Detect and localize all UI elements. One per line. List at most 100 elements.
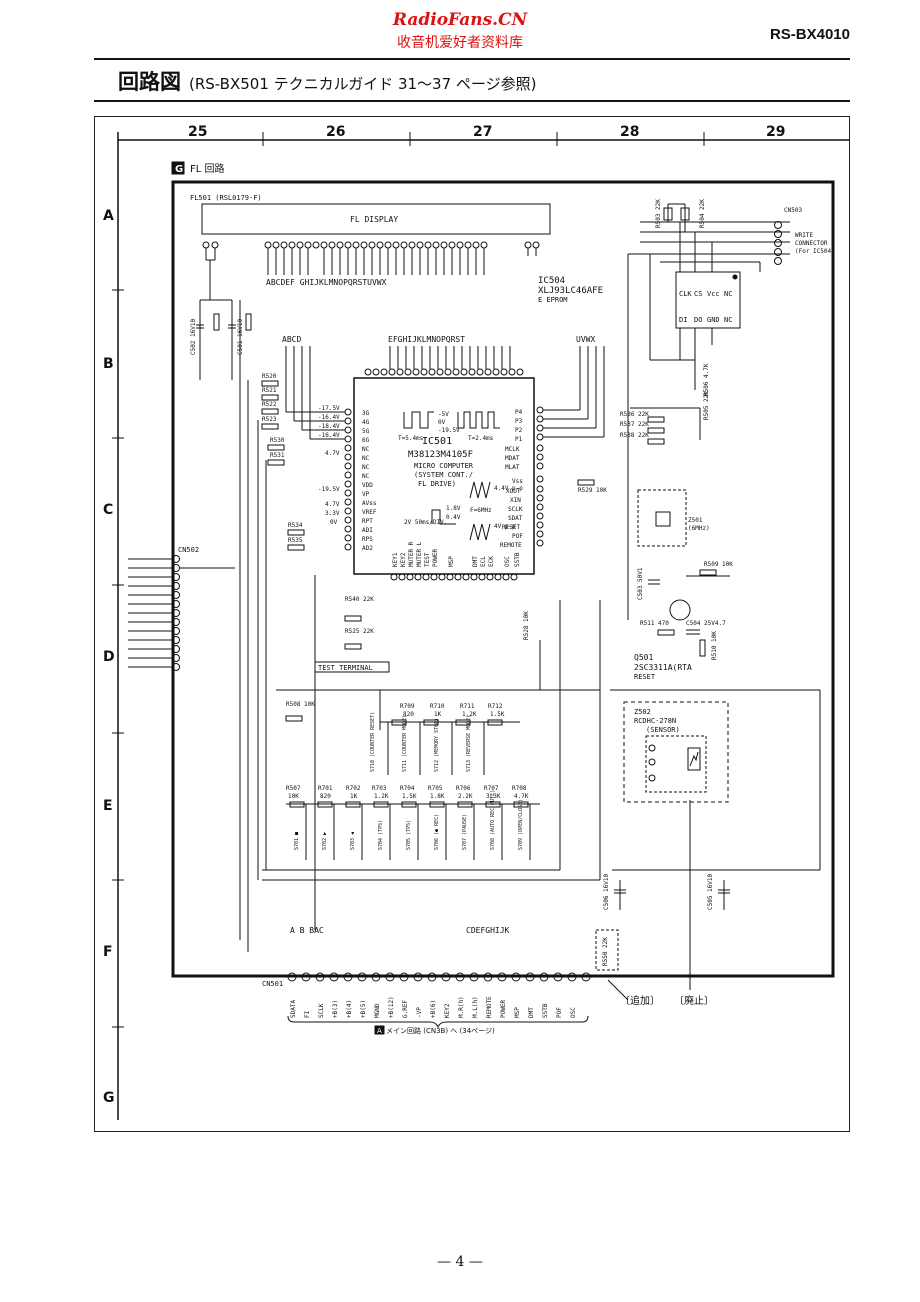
r525-body	[344, 643, 362, 650]
ic501-left-pin-labels: 3G 4G 5G 6G NC NC NC NC VDD VP AVss VREF…	[362, 410, 377, 552]
ic501-top-letters: EFGHIJKLMNOPQRST	[388, 335, 465, 344]
row-A: A	[103, 208, 114, 224]
r504-body	[680, 207, 690, 221]
sw-top-v-4: 1.5K	[490, 711, 505, 718]
ic501-rpin-5: MCLK	[505, 446, 520, 453]
ic501-pins-bottom	[390, 573, 518, 581]
board-outline	[171, 180, 835, 978]
waveforms	[403, 411, 500, 541]
sw-bot-r-4: R703	[372, 785, 387, 792]
ic501-rpin-6: MDAT	[505, 455, 520, 462]
row-G: G	[103, 1090, 115, 1106]
wf-t1: T=5.4ms	[398, 435, 424, 442]
wf-18v: 1.8V	[446, 505, 461, 512]
watermark-cn: 收音机爱好者资料库	[397, 35, 523, 51]
r535-label: R535	[288, 537, 303, 544]
diagram-frame	[94, 116, 850, 1132]
ic504-pin-clk: CLK	[679, 290, 692, 298]
ic501-bpin-1: KEY1	[392, 552, 399, 567]
r550-label: R550 22K	[602, 937, 609, 966]
cn501-pin-11: +B(6)	[430, 1000, 437, 1018]
top-rule	[94, 58, 850, 60]
switch-top-labels: R709 820 R710 1K R711 1.2K R712 1.5K S71…	[370, 703, 505, 772]
z502-inner	[645, 735, 707, 793]
col-28: 28	[620, 124, 639, 140]
fl-pins	[202, 241, 540, 249]
cn501-pin-20: POF	[556, 1007, 563, 1018]
r540-label: R540 22K	[345, 596, 374, 603]
cn503-pins	[774, 221, 782, 265]
sw-bot-s-4: S704 (TPS)	[378, 820, 384, 850]
r510-label: R510 10K	[711, 631, 718, 660]
c506-c505	[614, 880, 730, 910]
sw-top-v-1: 820	[403, 711, 414, 718]
ic501-rpin-10: XIN	[510, 497, 521, 504]
ic504-ref: IC504	[538, 276, 565, 286]
sw-bot-v-1: 10K	[288, 793, 299, 800]
ic501-lpin-9: VDD	[362, 482, 373, 489]
v-9: 0V	[330, 519, 338, 526]
cn501-pin-14: M.L(h)	[472, 996, 479, 1018]
ic501-lpin-8: NC	[362, 473, 370, 480]
ic501-lpin-11: AVss	[362, 500, 377, 507]
r509-label: R509 10K	[704, 561, 733, 568]
c506-label: C506 16V10	[603, 873, 610, 910]
r534-label: R534	[288, 522, 303, 529]
ic501-rpin-7: MLAT	[505, 464, 520, 471]
sw-top-s-1: S710 (COUNTER RESET)	[370, 712, 376, 772]
sw-bot-v-7: 2.2K	[458, 793, 473, 800]
cn503-label-1: WRITE	[795, 232, 813, 239]
ic501-top-left-letters: ABCD	[282, 335, 301, 344]
row-C: C	[103, 502, 113, 518]
ic501-bpin-10: ECK	[488, 556, 495, 567]
sw-bot-s-2: S702 ▶	[322, 832, 328, 850]
sw-bot-s-7: S707 (PAUSE)	[462, 814, 468, 850]
cn501-brace	[287, 1015, 589, 1029]
ic501-lpin-7: NC	[362, 464, 370, 471]
heading-rule	[94, 100, 850, 102]
c504-label: C504 25V4.7	[686, 620, 726, 627]
ic501-rpin-9: XOUT	[506, 488, 521, 495]
ic501-pins-top	[364, 368, 524, 376]
ic501-bottom-pin-labels: KEY1 KEY2 MUTER R MUTER L TEST POWER MSP…	[392, 541, 521, 567]
test-terminal-label: TEST TERMINAL	[318, 664, 373, 672]
grid-col-ticks	[262, 132, 705, 146]
sw-bot-s-9: S709 (OPEN/CLOSE)	[518, 799, 524, 850]
cn501-pin-15: REMOTE	[486, 996, 493, 1018]
cn501-pin-19: SSTB	[542, 1003, 549, 1018]
wf-44v: 4.4V p-p	[494, 485, 523, 492]
sw-top-s-2: S711 (COUNTER MODE)	[402, 715, 408, 772]
cn501-pin-9: G.REF	[402, 1000, 409, 1018]
wf-t2: T=2.4ms	[468, 435, 494, 442]
ic501-bpin-3: MUTER R	[408, 541, 415, 567]
removed-label: 〔廃止〕	[674, 994, 714, 1007]
footer-badge	[374, 1025, 385, 1035]
row-D: D	[103, 649, 115, 665]
sw-top-s-3: S712 (MEMORY STOP)	[434, 718, 440, 772]
sw-bot-r-9: R708	[512, 785, 527, 792]
c502-c501	[196, 299, 252, 380]
ic501-body	[353, 377, 535, 575]
r522-label: R522	[262, 401, 277, 408]
r521-label: R521	[262, 387, 277, 394]
z501-ref: Z501	[688, 517, 703, 524]
wf-div: 2V 50ms/DIV.	[404, 519, 447, 526]
z502-outline	[623, 701, 729, 803]
fl-display	[201, 203, 551, 235]
cn503-ref: CN503	[784, 207, 802, 214]
cn501-pin-7: MGND	[374, 1003, 381, 1018]
z502-part: RCDHC-278N	[634, 717, 676, 725]
r537-label: R537 22K	[620, 421, 649, 428]
r550-box	[595, 929, 619, 971]
r505-label: R505 22K	[703, 391, 710, 420]
cn501-pin-5: +B(4)	[346, 1000, 353, 1018]
right-components	[577, 407, 730, 657]
ic501-rpin-1: P4	[515, 409, 523, 416]
ic501-rpin-3: P2	[515, 427, 523, 434]
col-25: 25	[188, 124, 207, 140]
r531-label: R531	[270, 452, 285, 459]
r540-body	[344, 615, 362, 622]
ic501-rpin-4: P1	[515, 436, 523, 443]
cn501-pin-10: -VP	[416, 1007, 423, 1018]
q501-desc: RESET	[634, 673, 656, 681]
